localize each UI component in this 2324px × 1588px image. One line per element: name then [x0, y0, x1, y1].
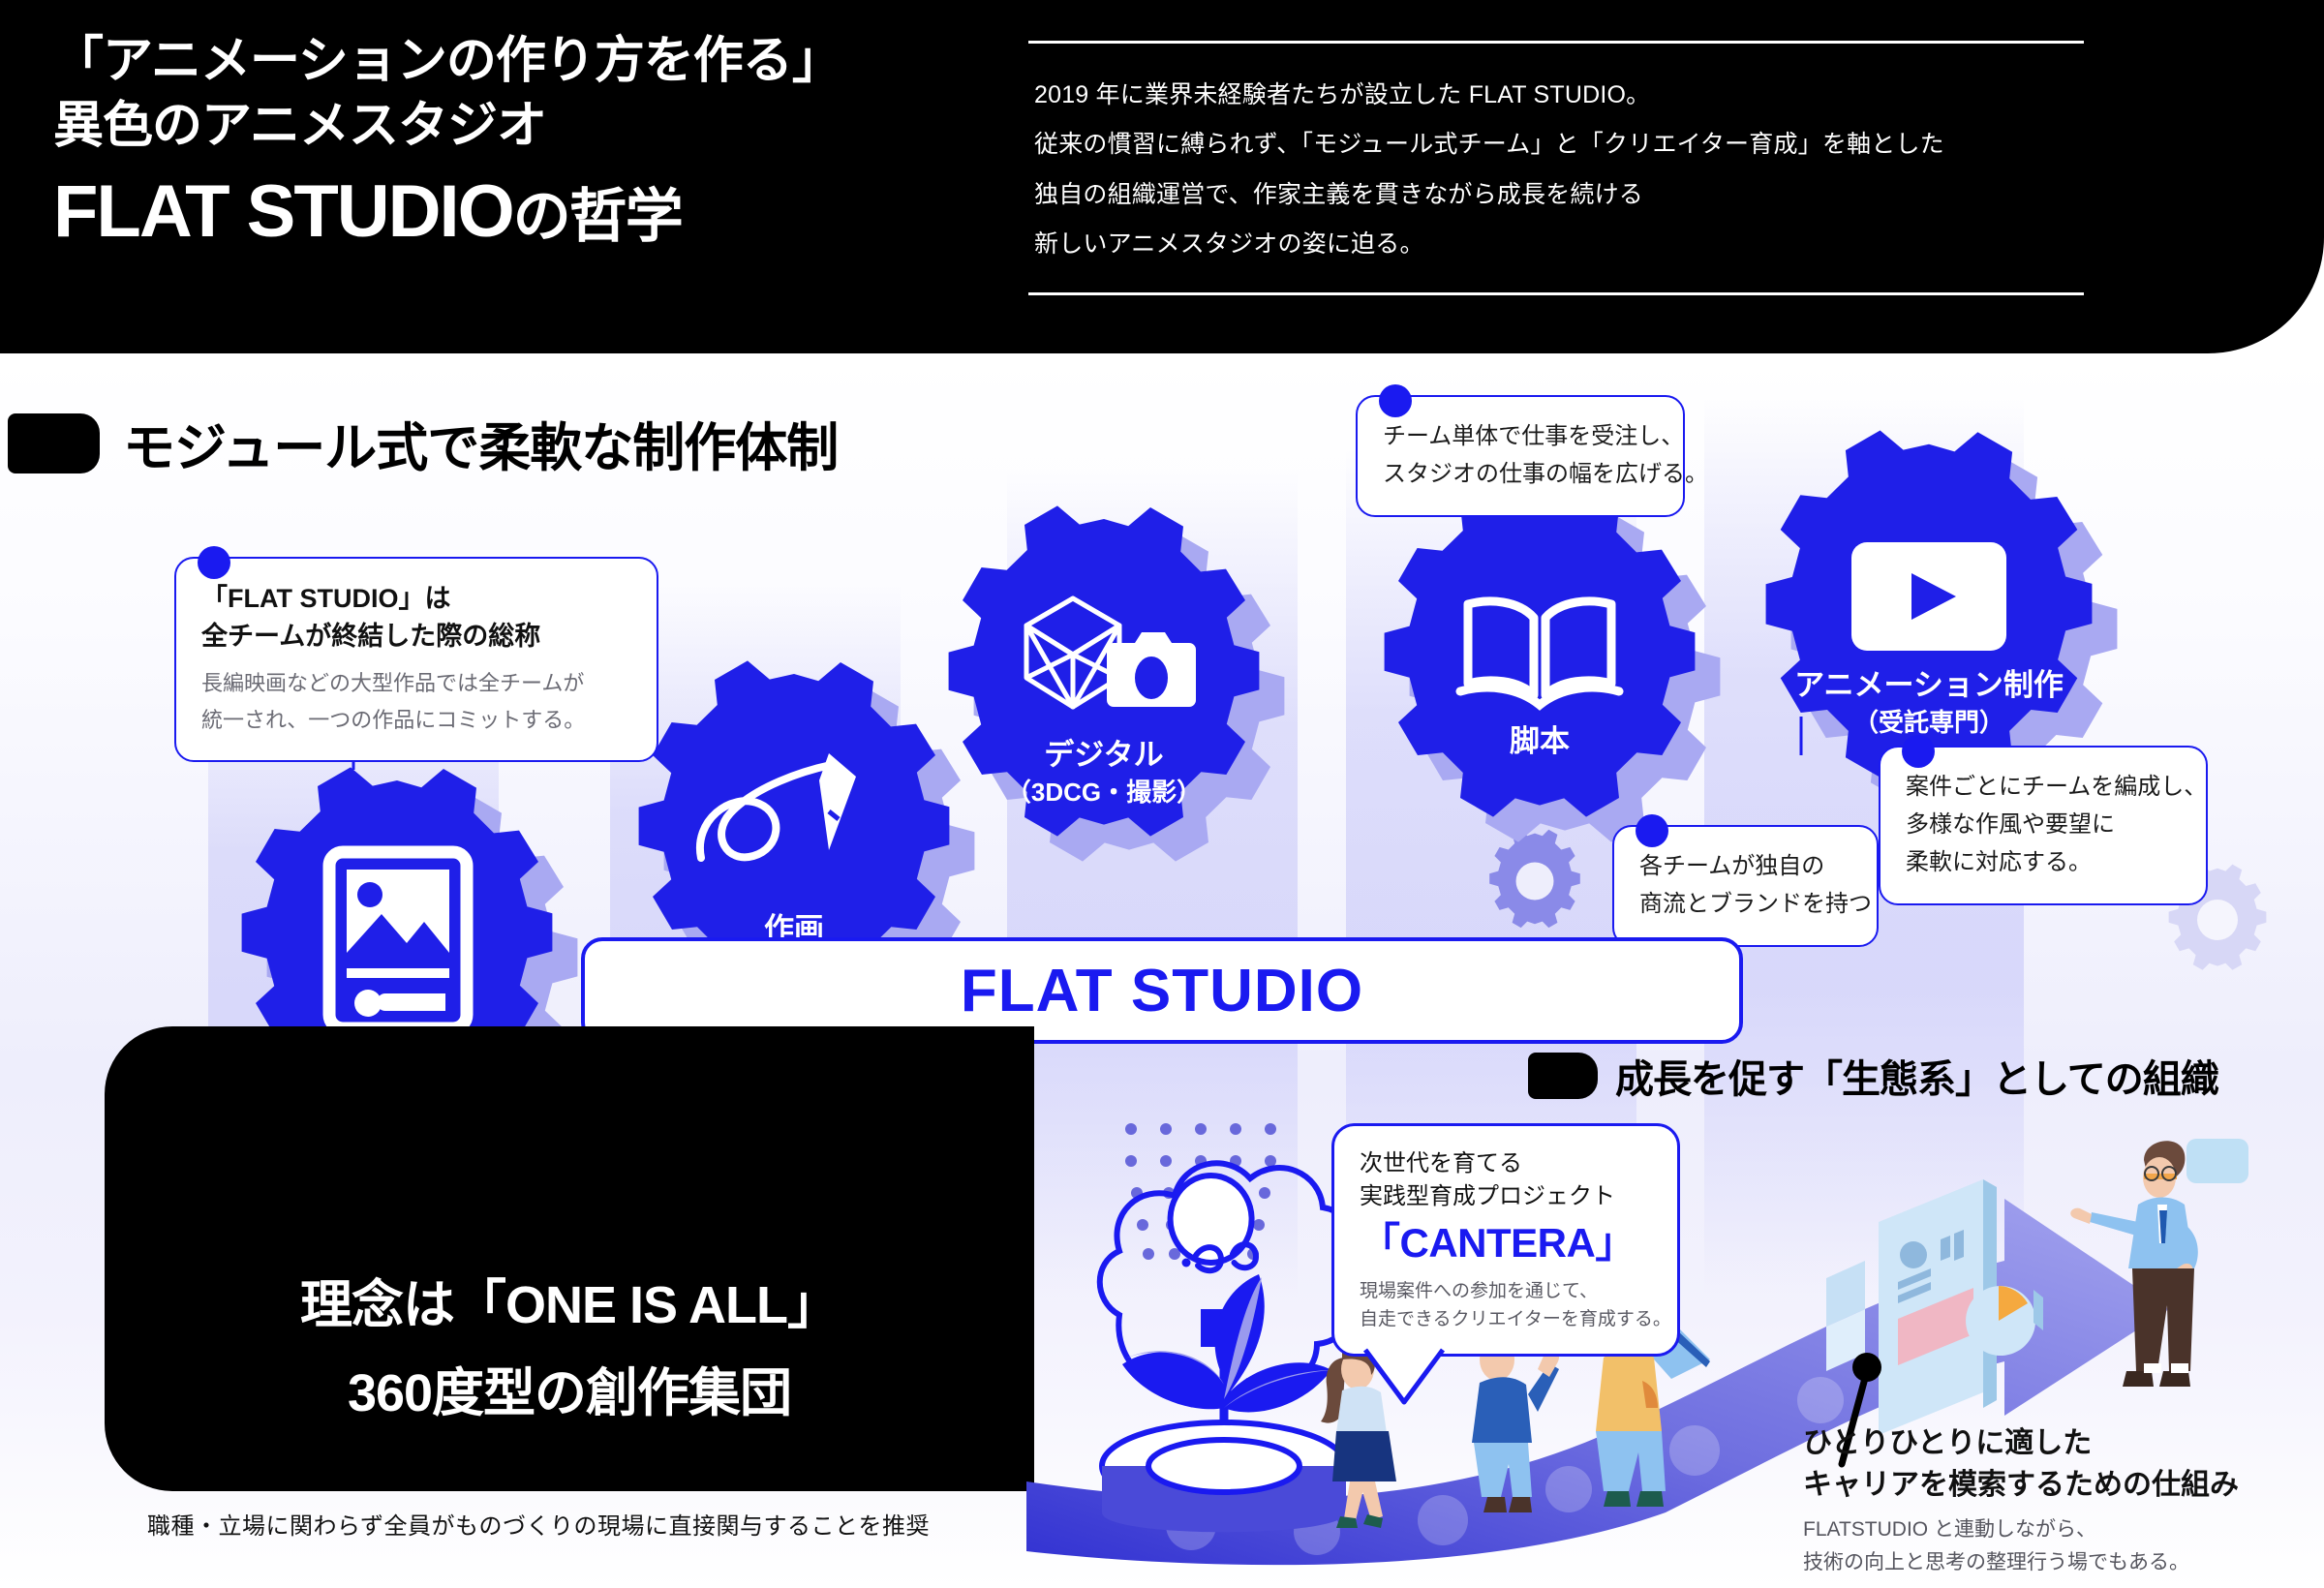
open-book-icon — [1455, 596, 1624, 711]
dashboard-board-illustration — [1826, 1179, 2043, 1435]
header-lead-line-4: 新しいアニメスタジオの姿に迫る。 — [1034, 229, 1424, 258]
callout-body-line1: 長編映画などの大型作品では全チームが — [201, 671, 585, 696]
section-chip-icon — [8, 412, 100, 473]
gear-body-shape — [1384, 486, 1696, 817]
header-lead-body: 2019 年に業界未経験者たちが設立した FLAT STUDIO。 従来の慣習に… — [1028, 44, 2094, 292]
header-lead-line-1: 2019 年に業界未経験者たちが設立した FLAT STUDIO。 — [1034, 81, 1651, 108]
header-lead-group: 2019 年に業界未経験者たちが設立した FLAT STUDIO。 従来の慣習に… — [1028, 41, 2094, 295]
person-presenter-illustration — [2070, 1139, 2248, 1387]
flat-studio-center-label: FLAT STUDIO — [960, 957, 1364, 1024]
career-caption-body-line2: 技術の向上と思考の整理行う場でもある。 — [1803, 1550, 2189, 1573]
bubble-tail-icon — [1362, 1338, 1446, 1405]
gear-drawing[interactable]: 作画 — [600, 658, 988, 1046]
callout-line3: 柔軟に対応する。 — [1906, 848, 2092, 875]
person-walking-woman-illustration — [1321, 1343, 1396, 1528]
career-caption: ひとりひとりに適した キャリアを模索するための仕組み FLATSTUDIO と連… — [1803, 1423, 2239, 1578]
header-lead-line-3: 独自の組織運営で、作家主義を貫きながら成長を続ける — [1034, 180, 1644, 208]
idea-sprout-illustration — [1096, 1123, 1361, 1533]
callout-team-orders: チーム単体で仕事を受注し、 スタジオの仕事の幅を広げる。 — [1356, 384, 1708, 517]
philosophy-line2: 360度型の創作集団 — [347, 1363, 792, 1422]
cantera-sub-line1: 現場案件への参加を通じて、 — [1360, 1280, 1599, 1301]
callout-flat-studio-definition: 「FLAT STUDIO」は 全チームが終結した際の総称 長編映画などの大型作品… — [174, 546, 658, 762]
header-title-line2: 異色のアニメスタジオ — [53, 97, 547, 154]
pen-stroke-icon — [695, 753, 856, 862]
cantera-title: 「CANTERA」 — [1360, 1220, 1636, 1267]
callout-line2: スタジオの仕事の幅を広げる。 — [1383, 460, 1708, 487]
philosophy-note: 職種・立場に関わらず全員がものづくりの現場に直接関与することを推奨 — [147, 1513, 931, 1540]
section-chip-icon-2 — [1528, 1053, 1598, 1099]
decorative-gear-icon-1 — [1489, 829, 1580, 929]
polyhedron-camera-icon — [1024, 596, 1196, 710]
header-lead-line-2: 従来の慣習に縛られず、「モジュール式チーム」と「クリエイター育成」を軸とした — [1034, 131, 1944, 159]
gear-body-shape — [638, 660, 950, 992]
callout-body-line2: 統一され、一つの作品にコミットする。 — [201, 708, 586, 733]
callout-head-line2: 全チームが終結した際の総称 — [201, 622, 541, 652]
callout-line1: 各チームが独自の — [1639, 853, 1825, 879]
callout-head-line1: 「FLAT STUDIO」は — [201, 584, 451, 613]
career-leader-line — [1838, 1353, 1881, 1468]
header-title-suffix: の哲学 — [512, 184, 684, 250]
cantera-line1: 次世代を育てる — [1360, 1150, 1522, 1176]
cantera-sub-line2: 自走できるクリエイターを育成する。 — [1360, 1309, 1671, 1330]
header-rule-bottom — [1028, 292, 2084, 295]
gear-script[interactable]: 脚本 — [1346, 484, 1733, 871]
header-brand-name: FLAT STUDIO — [53, 170, 515, 254]
section-heading-ecosystem-label: 成長を促す「生態系」としての組織 — [1615, 1058, 2219, 1101]
philosophy-text-group: 理念は「ONE IS ALL」 360度型の創作集団 — [105, 1026, 1034, 1491]
career-caption-head-line1: ひとりひとりに適した — [1803, 1427, 2093, 1459]
callout-team-brand: 各チームが独自の 商流とブランドを持つ — [1612, 814, 1879, 947]
callout-line2: 多様な作風や要望に — [1906, 810, 2115, 838]
career-caption-head-line2: キャリアを模索するための仕組み — [1803, 1468, 2239, 1501]
cantera-speech-bubble: 次世代を育てる 実践型育成プロジェクト 「CANTERA」 現場案件への参加を通… — [1331, 1123, 1680, 1405]
flat-studio-center-bar: FLAT STUDIO — [581, 937, 1743, 1044]
section-heading-modular-label: モジュール式で柔軟な制作体制 — [123, 419, 839, 477]
philosophy-panel: 理念は「ONE IS ALL」 360度型の創作集団 — [105, 1026, 1034, 1491]
header-rule-top — [1028, 41, 2084, 44]
header-title-group: 「アニメーションの作り方を作る」 異色のアニメスタジオ FLAT STUDIOの… — [53, 29, 983, 258]
header-banner: 「アニメーションの作り方を作る」 異色のアニメスタジオ FLAT STUDIOの… — [0, 0, 2324, 353]
callout-line2: 商流とブランドを持つ — [1639, 890, 1872, 917]
section-heading-ecosystem: 成長を促す「生態系」としての組織 — [1528, 1048, 2219, 1104]
callout-line1: チーム単体で仕事を受注し、 — [1383, 423, 1685, 449]
cantera-line2: 実践型育成プロジェクト — [1360, 1183, 1615, 1210]
header-title-line3: FLAT STUDIOの哲学 — [53, 166, 983, 258]
image-picture-icon — [322, 845, 474, 1035]
callout-line1: 案件ごとにチームを編成し、 — [1906, 774, 2208, 800]
play-video-icon — [1851, 542, 2006, 651]
header-title-line1: 「アニメーションの作り方を作る」 — [53, 33, 842, 89]
section-heading-modular: モジュール式で柔軟な制作体制 — [8, 405, 839, 481]
philosophy-line1: 理念は「ONE IS ALL」 — [299, 1275, 840, 1334]
career-caption-body-line1: FLATSTUDIO と連動しながら、 — [1803, 1518, 2096, 1542]
callout-project-teams: 案件ごとにチームを編成し、 多様な作風や要望に 柔軟に対応する。 — [1879, 735, 2208, 905]
